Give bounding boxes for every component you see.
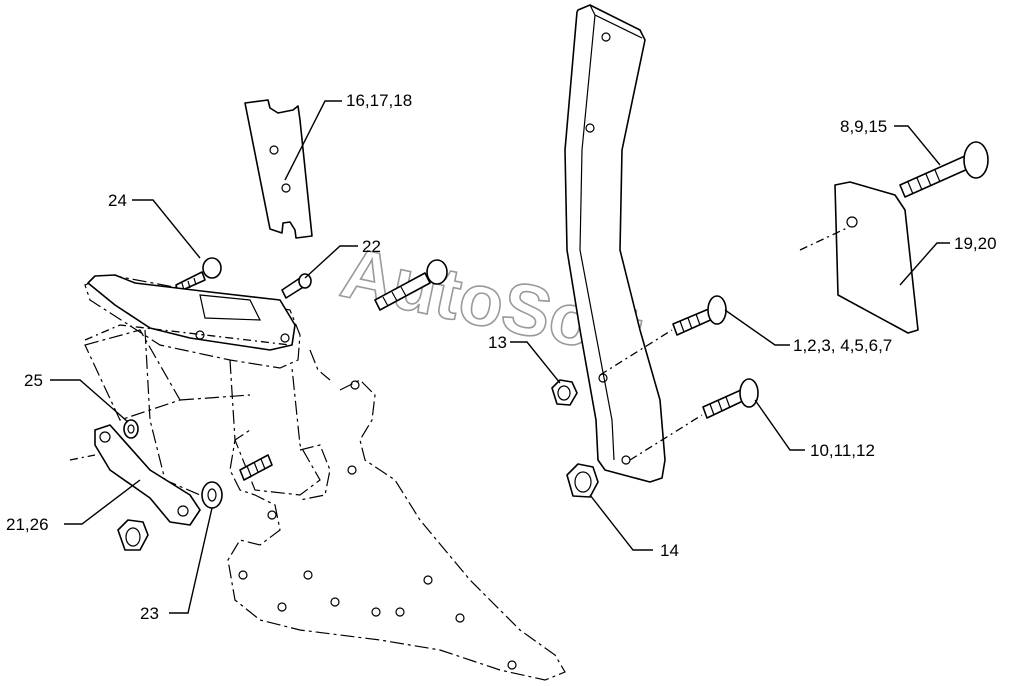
plough-body-ghost [227, 349, 566, 681]
washer-23 [201, 481, 223, 509]
bolt-10-12 [629, 378, 759, 461]
shank-bar [564, 4, 666, 483]
callout-13: 13 [488, 333, 507, 352]
callout-16-17-18: 16,17,18 [346, 91, 412, 110]
callout-14: 14 [660, 541, 679, 560]
callout-8-9-15: 8,9,15 [840, 117, 887, 136]
callout-25: 25 [24, 371, 43, 390]
callout-1-7: 1,2,3, 4,5,6,7 [793, 336, 892, 355]
callout-22: 22 [362, 237, 381, 256]
leader-lines [50, 100, 950, 614]
clamp-plate [244, 99, 313, 239]
nut-left [117, 519, 149, 551]
callout-10-11-12: 10,11,12 [810, 441, 875, 460]
callout-19-20: 19,20 [954, 234, 997, 253]
wing-plate [799, 181, 919, 334]
link-arm [69, 424, 201, 526]
mounting-bracket [84, 274, 296, 351]
carriage-bolt [374, 259, 448, 311]
bolt-1-7 [599, 295, 727, 376]
nut-14 [566, 463, 599, 498]
threaded-stud [239, 454, 273, 481]
callout-labels: 16,17,18 24 22 25 21,26 23 13 14 8,9,15 … [6, 91, 997, 623]
washer-25 [123, 419, 139, 439]
bolt-22 [281, 273, 312, 299]
frame-bracket-ghost [84, 274, 321, 496]
nut-13 [551, 379, 578, 406]
callout-23: 23 [140, 604, 159, 623]
callout-21-26: 21,26 [6, 515, 49, 534]
callout-24: 24 [108, 191, 127, 210]
bolt-24 [175, 257, 222, 293]
bolt-8-9-15 [899, 141, 989, 198]
